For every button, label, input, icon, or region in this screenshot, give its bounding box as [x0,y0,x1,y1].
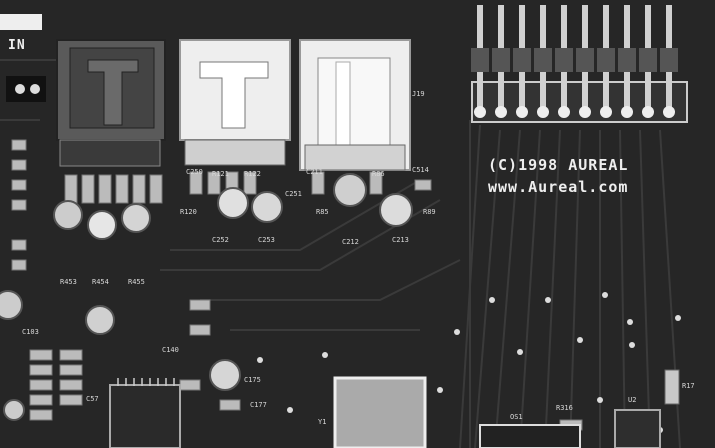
label-y1: Y1 [318,418,327,426]
label-c211: C211 [306,168,323,176]
capacitors [0,173,413,421]
label-c253: C253 [258,236,275,244]
white-connector-2 [299,39,411,171]
label-j19: J19 [412,90,425,98]
label-c57: C57 [86,395,99,403]
label-r120: R120 [180,208,197,216]
label-r454: R454 [92,278,109,286]
label-r122: R122 [244,170,261,178]
smd-resistors [11,139,583,431]
board-edge-tab [0,14,42,30]
label-c177: C177 [250,401,267,409]
label-u2: U2 [628,396,637,404]
label-os1: OS1 [510,413,523,421]
label-c251: C251 [285,190,302,198]
label-c213: C213 [392,236,409,244]
label-c250: C250 [186,168,203,176]
url-silkscreen: www.Aureal.com [488,178,629,196]
label-c140: C140 [162,346,179,354]
white-connector-1 [179,39,291,166]
label-r17: R17 [682,382,695,390]
label-c103: C103 [22,328,39,336]
chips [109,369,680,448]
pin-header [471,5,688,123]
label-r453: R453 [60,278,77,286]
label-r121: R121 [212,170,229,178]
label-r89: R89 [423,208,436,216]
label-r455: R455 [128,278,145,286]
label-r86: R86 [372,170,385,178]
dark-connector [56,39,166,167]
in-label: IN [8,38,26,53]
label-c514: C514 [412,166,429,174]
label-r85: R85 [316,208,329,216]
label-c175: C175 [244,376,261,384]
label-c252: C252 [212,236,229,244]
label-r316: R316 [556,404,573,412]
vias [257,292,681,433]
copyright-silkscreen: (C)1998 AUREAL [488,156,629,174]
label-c212: C212 [342,238,359,246]
